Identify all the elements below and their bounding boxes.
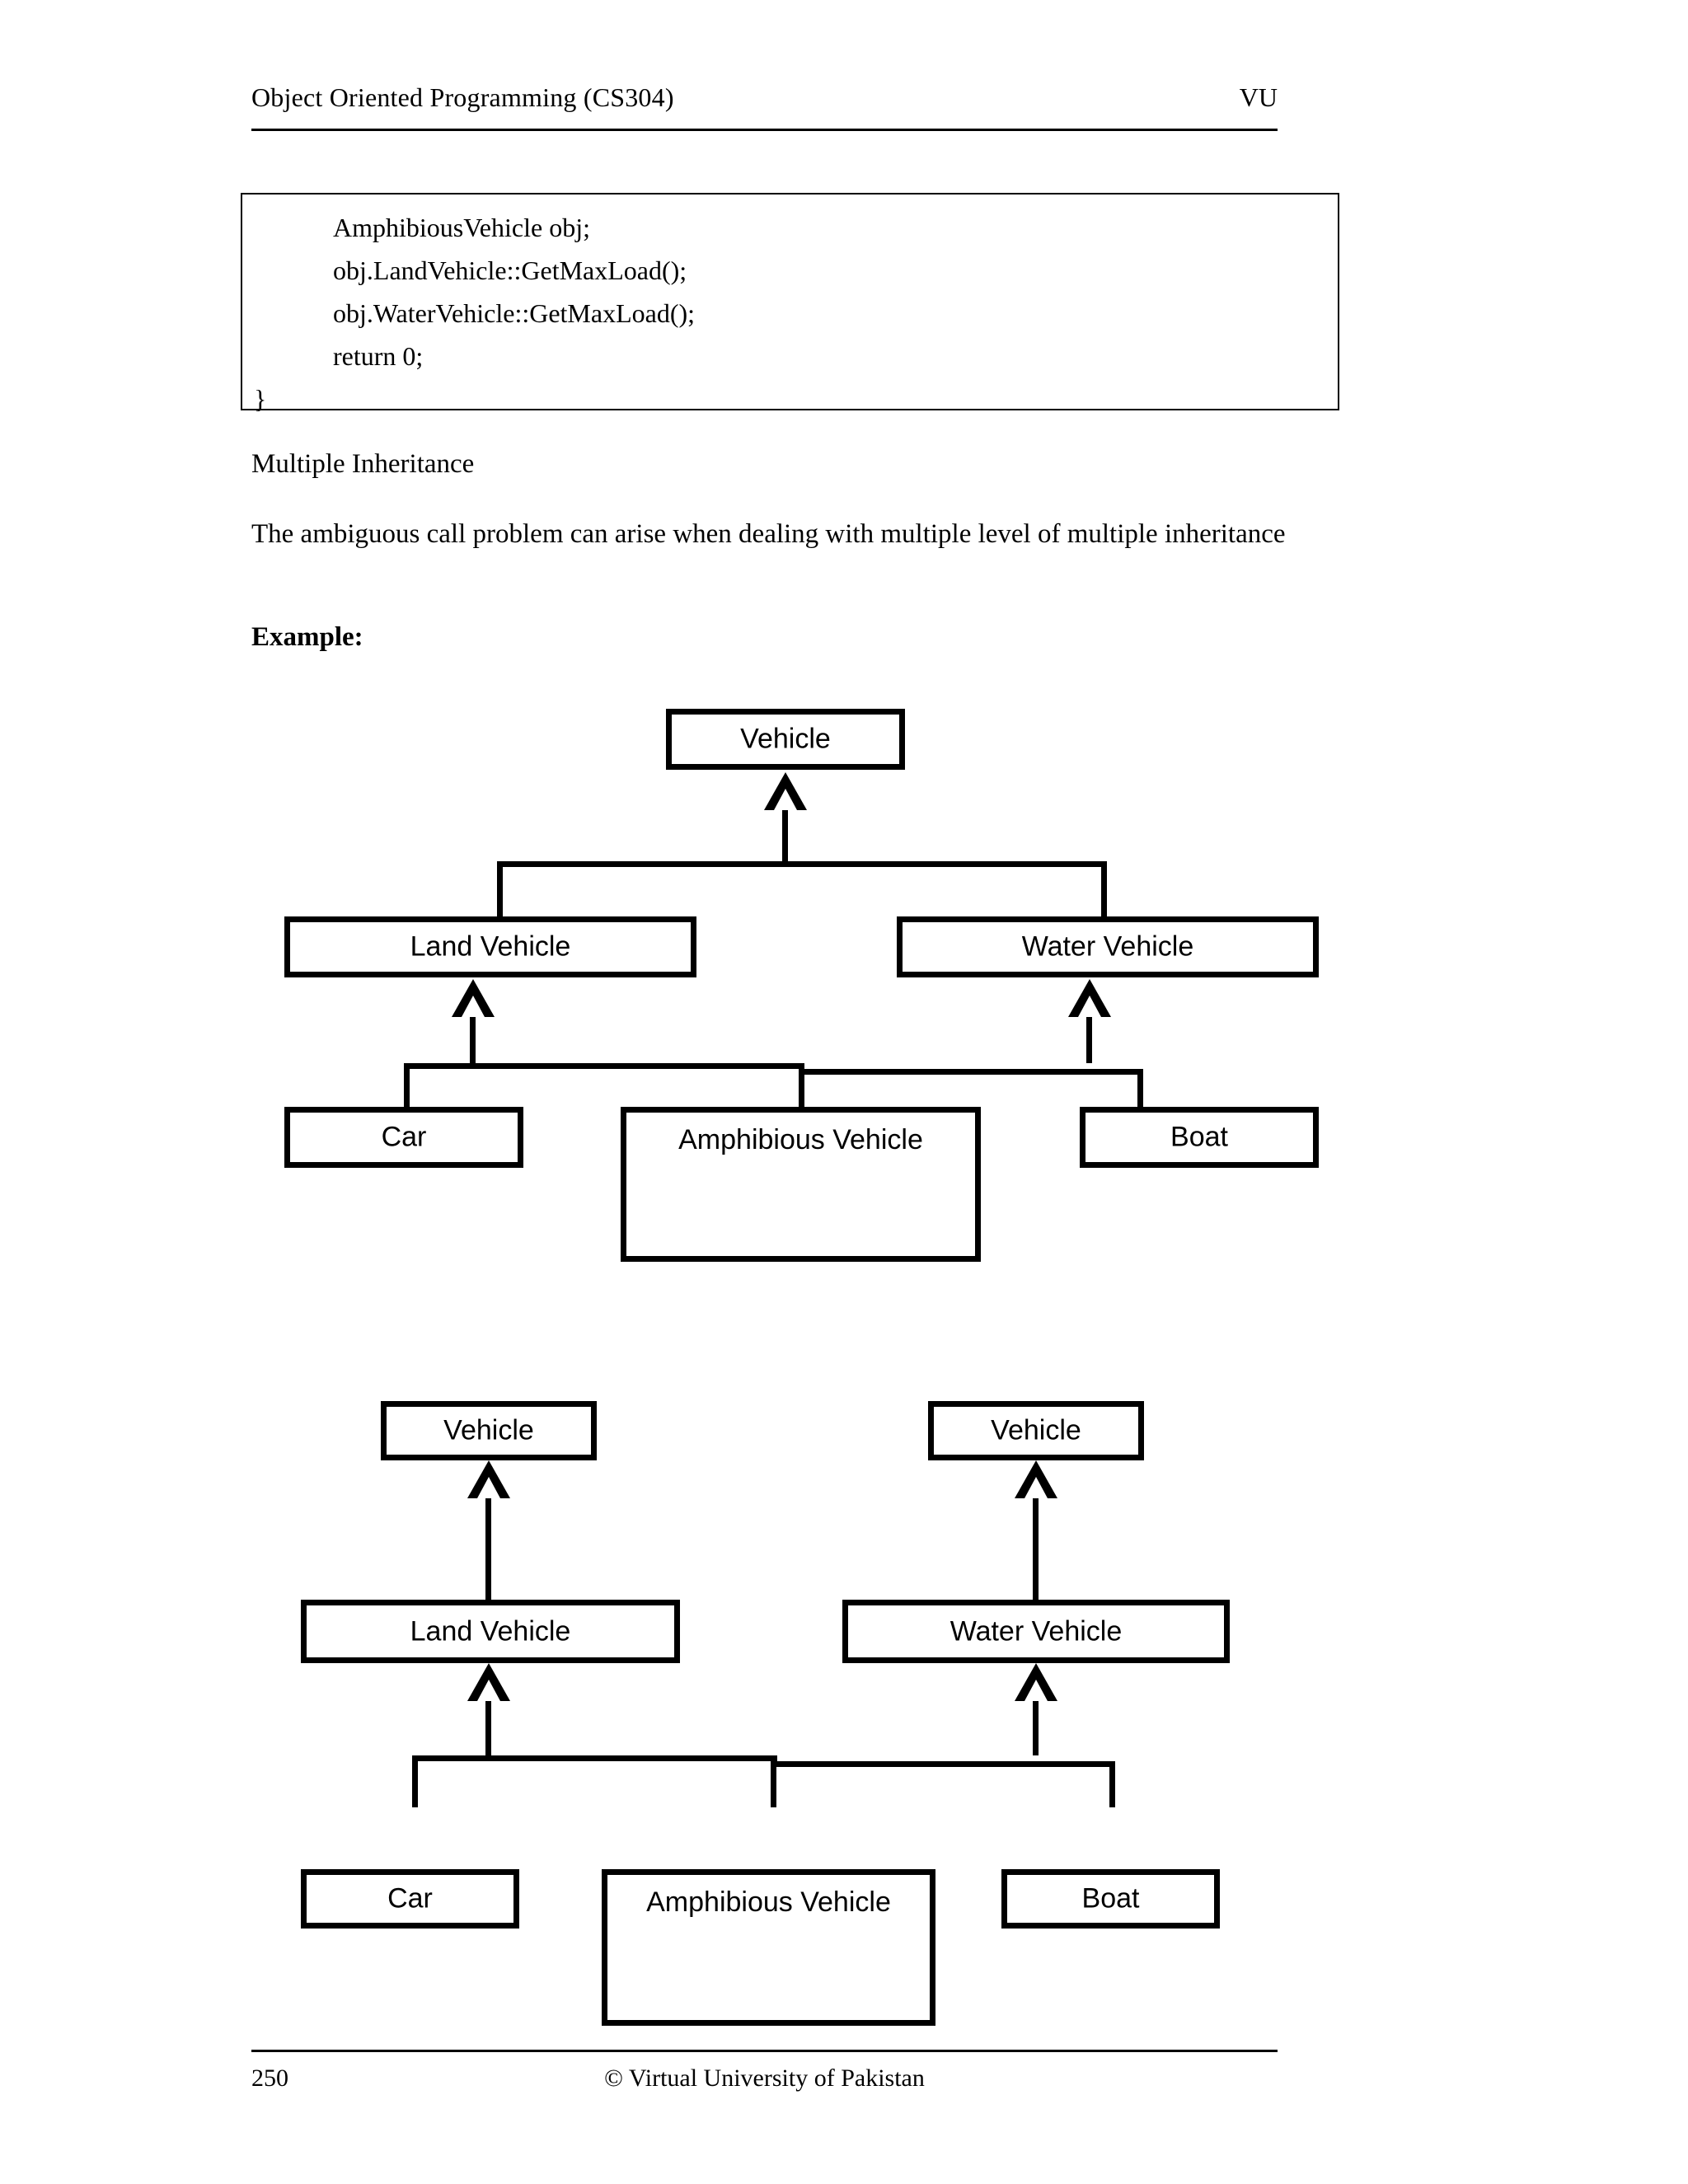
connector-vehicle-stem — [782, 810, 788, 861]
connector-land-vehicle-stem — [470, 1017, 476, 1063]
node-land-vehicle-2: Land Vehicle — [301, 1600, 680, 1663]
generalization-arrow-vehicle-left-inner — [477, 1477, 500, 1498]
page-header: Object Oriented Programming (CS304) VU — [251, 82, 1278, 132]
node-water-vehicle: Water Vehicle — [897, 916, 1319, 977]
connector-bar-land-children-2 — [412, 1755, 777, 1761]
footer-page-number: 250 — [251, 2064, 288, 2092]
code-line-3: obj.WaterVehicle::GetMaxLoad(); — [333, 298, 696, 328]
generalization-arrow-vehicle-right-inner — [1025, 1477, 1048, 1498]
node-car-2: Car — [301, 1869, 519, 1929]
section-paragraph: The ambiguous call problem can arise whe… — [251, 519, 1286, 549]
node-amphibious-vehicle: Amphibious Vehicle — [621, 1107, 981, 1262]
header-institution-abbrev: VU — [1239, 82, 1278, 112]
node-label: Car — [387, 1882, 433, 1915]
code-listing-box: AmphibiousVehicle obj; obj.LandVehicle::… — [241, 193, 1339, 414]
footer-copyright: © Virtual University of Pakistan — [604, 2064, 925, 2092]
node-label: Water Vehicle — [950, 1615, 1123, 1647]
node-boat-2: Boat — [1001, 1869, 1220, 1929]
node-label: Amphibious Vehicle — [678, 1124, 923, 1155]
connector-water-vehicle-stem — [1086, 1017, 1092, 1063]
connector-bar-level1 — [497, 861, 1107, 867]
code-line-1: AmphibiousVehicle obj; — [333, 213, 590, 242]
node-boat: Boat — [1080, 1107, 1319, 1168]
node-label: Boat — [1170, 1121, 1228, 1153]
node-label: Car — [381, 1121, 427, 1153]
node-vehicle: Vehicle — [666, 709, 905, 770]
node-car: Car — [284, 1107, 523, 1168]
node-label: Land Vehicle — [410, 1615, 571, 1647]
node-label: Amphibious Vehicle — [646, 1886, 891, 1918]
connector-water-vehicle-stem-2 — [1033, 1701, 1039, 1755]
connector-drop-boat — [1137, 1069, 1143, 1110]
example-label: Example: — [251, 622, 363, 652]
node-label: Vehicle — [991, 1414, 1081, 1446]
code-line-5: } — [254, 384, 267, 414]
node-label: Vehicle — [443, 1414, 534, 1446]
connector-bar-land-children — [404, 1063, 804, 1069]
connector-land-to-vehicle-left — [485, 1498, 491, 1601]
header-divider — [251, 129, 1278, 131]
header-course-title: Object Oriented Programming (CS304) — [251, 82, 674, 112]
connector-drop-car — [404, 1063, 410, 1109]
generalization-arrow-land-vehicle-inner — [462, 996, 485, 1017]
connector-water-to-vehicle-right — [1033, 1498, 1039, 1601]
generalization-arrow-water-vehicle-inner — [1078, 996, 1101, 1017]
node-water-vehicle-2: Water Vehicle — [842, 1600, 1230, 1663]
generalization-arrow-water-vehicle-2-inner — [1025, 1680, 1048, 1701]
connector-land-vehicle-stem-2 — [485, 1701, 491, 1755]
node-amphibious-vehicle-2: Amphibious Vehicle — [602, 1869, 935, 2026]
connector-drop-land-vehicle — [497, 861, 503, 919]
connector-drop-water-vehicle — [1101, 861, 1107, 919]
connector-drop-amphibious-2 — [771, 1755, 776, 1807]
code-line-4: return 0; — [333, 341, 424, 371]
connector-drop-boat-2 — [1109, 1761, 1115, 1807]
node-vehicle-left: Vehicle — [381, 1401, 597, 1460]
node-label: Boat — [1081, 1882, 1140, 1915]
node-vehicle-right: Vehicle — [928, 1401, 1144, 1460]
node-land-vehicle: Land Vehicle — [284, 916, 696, 977]
section-heading: Multiple Inheritance — [251, 449, 475, 479]
node-label: Water Vehicle — [1021, 930, 1194, 963]
generalization-arrow-vehicle-inner — [774, 789, 797, 810]
connector-drop-car-2 — [412, 1755, 418, 1807]
connector-drop-amphibious — [799, 1063, 804, 1109]
node-label: Land Vehicle — [410, 930, 571, 963]
code-line-2: obj.LandVehicle::GetMaxLoad(); — [333, 255, 687, 285]
connector-bar-water-children-2 — [771, 1761, 1115, 1767]
node-label: Vehicle — [740, 723, 831, 755]
generalization-arrow-land-vehicle-2-inner — [477, 1680, 500, 1701]
connector-bar-water-children — [799, 1069, 1143, 1075]
footer-divider — [251, 2050, 1278, 2052]
